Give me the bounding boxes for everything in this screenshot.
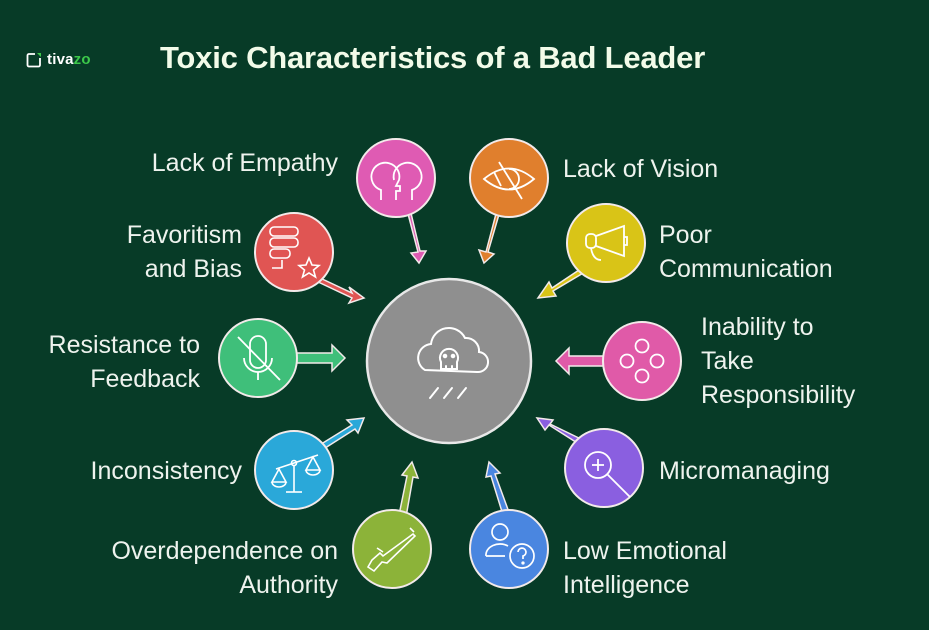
zoom-in-icon bbox=[584, 451, 631, 498]
page-title: Toxic Characteristics of a Bad Leader bbox=[160, 40, 706, 75]
node-poor-communication bbox=[536, 203, 646, 299]
heads-profile-icon bbox=[370, 161, 423, 200]
label-lack-of-empathy: Lack of Empathy bbox=[151, 149, 338, 177]
node-micromanaging bbox=[535, 417, 644, 508]
mic-off-icon bbox=[237, 335, 281, 381]
center-node bbox=[365, 277, 533, 445]
node-resistance-to-feedback bbox=[218, 318, 347, 398]
logo-text: tivazo bbox=[47, 51, 91, 68]
toxic-cloud-skull-icon bbox=[417, 327, 489, 399]
megaphone-icon bbox=[585, 224, 628, 261]
node-favoritism bbox=[254, 212, 366, 305]
node-inability-responsibility bbox=[554, 321, 682, 401]
node-overdependence-authority bbox=[352, 460, 432, 589]
eye-slash-icon bbox=[482, 161, 536, 200]
node-low-emotional-intelligence bbox=[469, 460, 549, 589]
label-inconsistency: Inconsistency bbox=[90, 457, 242, 485]
brand-logo: tivazo bbox=[26, 51, 91, 68]
scales-icon bbox=[270, 454, 322, 493]
node-inconsistency bbox=[254, 417, 366, 510]
label-lack-of-vision: Lack of Vision bbox=[563, 155, 719, 183]
node-lack-of-vision bbox=[469, 138, 549, 265]
label-micromanaging: Micromanaging bbox=[659, 457, 830, 485]
list-star-icon bbox=[269, 226, 322, 279]
four-circles-icon bbox=[619, 338, 665, 384]
logo-icon bbox=[26, 52, 41, 67]
user-question-icon bbox=[485, 523, 535, 569]
rifle-icon bbox=[366, 527, 417, 573]
node-lack-of-empathy bbox=[356, 138, 436, 265]
